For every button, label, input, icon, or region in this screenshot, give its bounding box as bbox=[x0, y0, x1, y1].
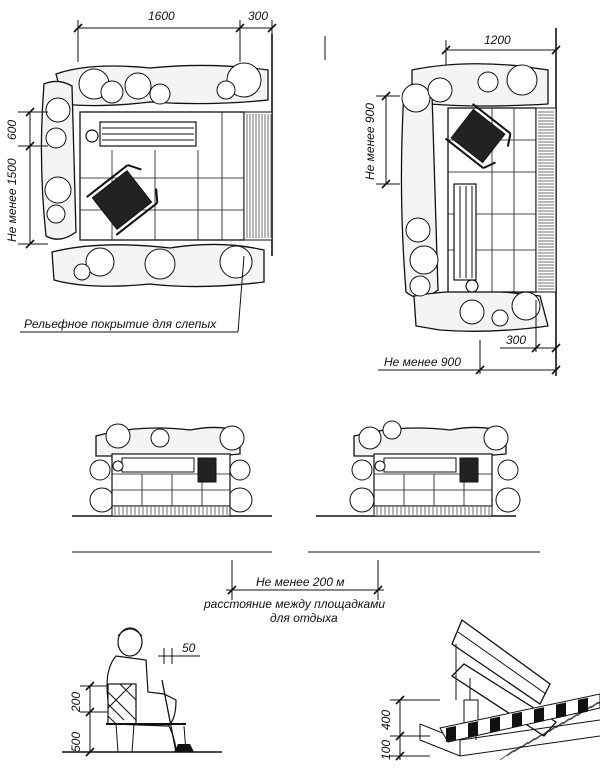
spacing-caption-2: для отдыха bbox=[270, 611, 338, 625]
dim-50: 50 bbox=[182, 641, 196, 655]
wheelchair-icon bbox=[444, 103, 512, 170]
dim-600: 600 bbox=[5, 120, 19, 140]
elevation-right bbox=[316, 420, 521, 517]
tactile-caption: Рельефное покрытие для слепых bbox=[24, 317, 217, 331]
dim-1500: Не менее 1500 bbox=[5, 158, 19, 242]
dim-1600: 1600 bbox=[148, 9, 175, 23]
seated-person-figure: 200 500 50 bbox=[62, 627, 222, 757]
plan-right: 1200 bbox=[363, 28, 561, 376]
dim-200: 200 bbox=[69, 692, 83, 713]
dim-1200: 1200 bbox=[484, 33, 511, 47]
elevation-left bbox=[72, 423, 272, 517]
spacing-caption-1: расстояние между площадками bbox=[203, 597, 385, 611]
dim-300-right: 300 bbox=[506, 333, 526, 347]
plan-left: 1600 300 bbox=[5, 9, 277, 333]
dim-400: 400 bbox=[379, 710, 393, 730]
dim-900-vertical: Не менее 900 bbox=[363, 103, 377, 180]
wheelchair-icon bbox=[86, 164, 159, 236]
dim-300-left: 300 bbox=[248, 9, 268, 23]
spacing-dimension: Не менее 200 м расстояние между площадка… bbox=[72, 551, 540, 625]
dim-900-bottom: Не менее 900 bbox=[384, 355, 461, 369]
bench-perspective: 400 100 bbox=[379, 618, 600, 761]
dim-500: 500 bbox=[69, 732, 83, 752]
dim-100: 100 bbox=[379, 740, 393, 760]
dim-200m: Не менее 200 м bbox=[256, 575, 344, 589]
